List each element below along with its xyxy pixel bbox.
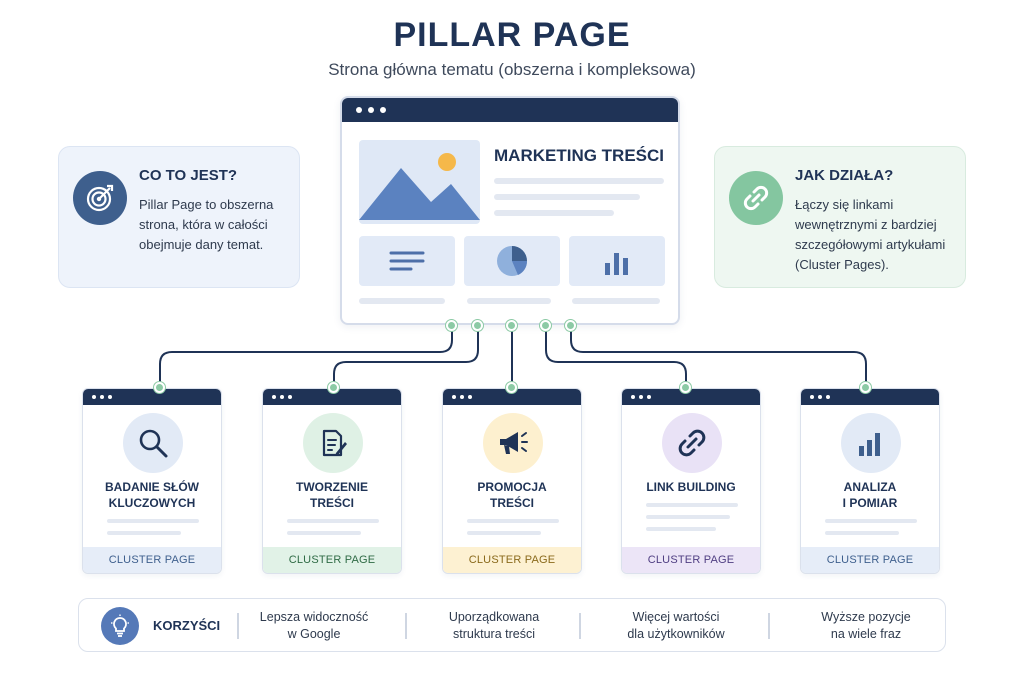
text-placeholder-line xyxy=(467,298,551,304)
megaphone-icon xyxy=(483,413,543,473)
text-placeholder-line xyxy=(825,531,899,535)
connector-line-2 xyxy=(333,326,479,388)
connector-node xyxy=(680,382,691,393)
text-placeholder-line xyxy=(359,298,445,304)
cluster-title: LINK BUILDING xyxy=(646,480,736,494)
link-icon xyxy=(729,171,783,225)
text-placeholder-line xyxy=(646,515,730,519)
image-placeholder-icon xyxy=(359,140,480,224)
text-placeholder-line xyxy=(107,531,181,535)
bar-chart-icon xyxy=(841,413,901,473)
divider xyxy=(237,613,239,639)
bar-chart-icon xyxy=(569,236,665,286)
magnifier-icon xyxy=(123,413,183,473)
divider xyxy=(768,613,770,639)
lightbulb-icon xyxy=(101,607,139,645)
text-placeholder-line xyxy=(467,519,559,523)
browser-titlebar xyxy=(342,98,678,122)
connector-line-5 xyxy=(570,326,867,388)
cluster-page-label: CLUSTER PAGE xyxy=(263,547,401,573)
benefits-label: KORZYŚCI xyxy=(153,618,221,633)
text-lines-icon xyxy=(359,236,455,286)
connector-node xyxy=(506,382,517,393)
pillar-heading: MARKETING TREŚCI xyxy=(494,146,664,165)
connector-node xyxy=(154,382,165,393)
text-placeholder-line xyxy=(494,210,614,216)
connector-line-4 xyxy=(545,326,687,388)
browser-titlebar xyxy=(263,389,401,405)
how-it-works-title: JAK DZIAŁA? xyxy=(795,167,894,184)
how-it-works-card: JAK DZIAŁA? Łączy się linkami wewnętrzny… xyxy=(714,146,966,288)
text-placeholder-line xyxy=(287,519,379,523)
browser-titlebar xyxy=(443,389,581,405)
divider xyxy=(579,613,581,639)
document-edit-icon xyxy=(303,413,363,473)
pie-chart-icon xyxy=(464,236,560,286)
chain-link-icon xyxy=(662,413,722,473)
text-placeholder-line xyxy=(494,178,664,184)
connector-line-1 xyxy=(159,326,453,388)
connector-node xyxy=(328,382,339,393)
connector-node xyxy=(506,320,517,331)
text-placeholder-line xyxy=(646,503,738,507)
target-icon xyxy=(73,171,127,225)
text-placeholder-line xyxy=(107,519,199,523)
text-placeholder-line xyxy=(825,519,917,523)
cluster-page-label: CLUSTER PAGE xyxy=(443,547,581,573)
text-placeholder-line xyxy=(646,527,716,531)
cluster-page-label: CLUSTER PAGE xyxy=(622,547,760,573)
browser-titlebar xyxy=(83,389,221,405)
text-placeholder-line xyxy=(287,531,361,535)
page-subtitle: Strona główna tematu (obszerna i komplek… xyxy=(328,60,696,79)
connector-node xyxy=(860,382,871,393)
connector-node xyxy=(540,320,551,331)
pillar-page-browser: MARKETING TREŚCI xyxy=(340,96,680,325)
cluster-page-label: CLUSTER PAGE xyxy=(801,547,939,573)
connector-node xyxy=(565,320,576,331)
how-it-works-text: Łączy się linkami wewnętrznymi z bardzie… xyxy=(795,197,946,272)
browser-titlebar xyxy=(801,389,939,405)
page-title: PILLAR PAGE xyxy=(393,16,631,54)
what-is-text: Pillar Page to obszerna strona, która w … xyxy=(139,197,274,252)
cluster-card-link-building: LINK BUILDING CLUSTER PAGE xyxy=(621,388,761,574)
connector-node xyxy=(446,320,457,331)
cluster-page-label: CLUSTER PAGE xyxy=(83,547,221,573)
what-is-card: CO TO JEST? Pillar Page to obszerna stro… xyxy=(58,146,300,288)
browser-titlebar xyxy=(622,389,760,405)
what-is-title: CO TO JEST? xyxy=(139,167,238,184)
divider xyxy=(405,613,407,639)
connector-node xyxy=(472,320,483,331)
text-placeholder-line xyxy=(494,194,640,200)
text-placeholder-line xyxy=(572,298,660,304)
text-placeholder-line xyxy=(467,531,541,535)
